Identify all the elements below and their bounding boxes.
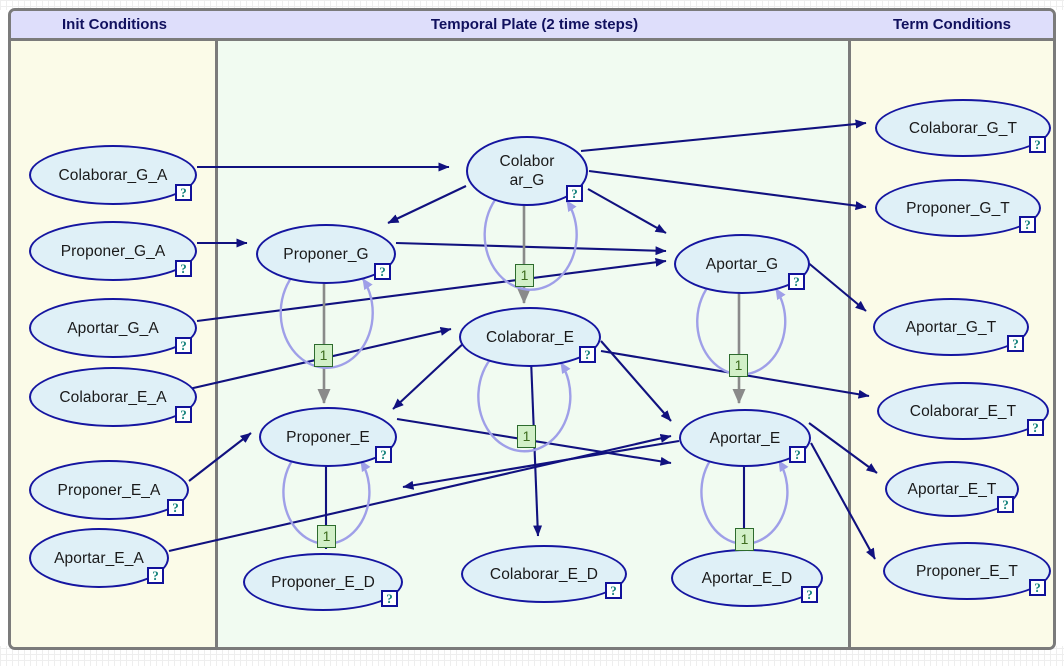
node-proponer_g_a[interactable]: Proponer_G_A [29,221,197,281]
temporal-order-badge-proponer_e-to-proponer_e_d[interactable]: 1 [317,525,336,548]
question-badge-colaborar_g[interactable]: ? [566,185,583,202]
node-label: Proponer_E_A [57,481,161,499]
node-label: Aportar_G_A [67,319,159,337]
node-label: Aportar_E_D [701,569,793,587]
node-label: Proponer_E [286,428,370,446]
node-label: Aportar_E_A [54,549,144,567]
question-badge-aportar_g_a[interactable]: ? [175,337,192,354]
node-label: Colaborar_E [485,328,575,346]
node-label: Colaborar_G_T [908,119,1018,137]
causal-edges [168,119,878,560]
node-aportar_g_t[interactable]: Aportar_G_T [873,298,1029,356]
node-proponer_e_d[interactable]: Proponer_E_D [243,553,403,611]
node-label: Proponer_E_T [915,562,1018,580]
node-proponer_e_t[interactable]: Proponer_E_T [883,542,1051,600]
header-init-conditions: Init Conditions [62,16,167,33]
node-label: Proponer_G [283,245,369,263]
node-colaborar_e_a[interactable]: Colaborar_E_A [29,367,197,427]
node-colaborar_g_a[interactable]: Colaborar_G_A [29,145,197,205]
node-label: Aportar_E_T [907,480,997,498]
question-badge-aportar_e_t[interactable]: ? [997,496,1014,513]
question-badge-aportar_e_a[interactable]: ? [147,567,164,584]
question-badge-aportar_g_t[interactable]: ? [1007,335,1024,352]
node-proponer_e_a[interactable]: Proponer_E_A [29,460,189,520]
node-aportar_g_a[interactable]: Aportar_G_A [29,298,197,358]
question-badge-proponer_g_a[interactable]: ? [175,260,192,277]
question-badge-proponer_e[interactable]: ? [375,446,392,463]
question-badge-colaborar_e_d[interactable]: ? [605,582,622,599]
node-label: Colaborar_E_D [489,565,599,583]
question-badge-colaborar_e_t[interactable]: ? [1027,419,1044,436]
node-aportar_g[interactable]: Aportar_G [674,234,810,294]
node-label: Aportar_G_T [905,318,997,336]
node-colaborar_e_t[interactable]: Colaborar_E_T [877,382,1049,440]
question-badge-proponer_g[interactable]: ? [374,263,391,280]
temporal-order-badge-colaborar_e-to-colaborar_e_d[interactable]: 1 [517,425,536,448]
question-badge-aportar_g[interactable]: ? [788,273,805,290]
question-badge-colaborar_g_a[interactable]: ? [175,184,192,201]
network-panel: Init Conditions Temporal Plate (2 time s… [8,8,1056,650]
question-badge-aportar_e[interactable]: ? [789,446,806,463]
node-proponer_g_t[interactable]: Proponer_G_T [875,179,1041,237]
temporal-order-badge-proponer_g-to-proponer_e[interactable]: 1 [314,344,333,367]
node-label: Proponer_G_A [60,242,166,260]
node-colaborar_e_d[interactable]: Colaborar_E_D [461,545,627,603]
question-badge-proponer_e_a[interactable]: ? [167,499,184,516]
node-label: Colaborar_G_A [58,166,168,184]
question-badge-aportar_e_d[interactable]: ? [801,586,818,603]
temporal-order-badge-aportar_g-to-aportar_e[interactable]: 1 [729,354,748,377]
question-badge-proponer_g_t[interactable]: ? [1019,216,1036,233]
node-colaborar_g_t[interactable]: Colaborar_G_T [875,99,1051,157]
question-badge-proponer_e_t[interactable]: ? [1029,579,1046,596]
header-term-conditions: Term Conditions [892,16,1012,33]
node-label: Colaborar_E_A [59,388,167,406]
temporal-order-badge-aportar_e-to-aportar_e_d[interactable]: 1 [735,528,754,551]
question-badge-colaborar_g_t[interactable]: ? [1029,136,1046,153]
question-badge-colaborar_e[interactable]: ? [579,346,596,363]
node-label: Colaborar_E_T [909,402,1017,420]
node-label: Aportar_G [705,255,779,273]
node-label: Proponer_G_T [906,199,1010,217]
node-label: Aportar_E [709,429,781,447]
node-label: Proponer_E_D [271,573,375,591]
question-badge-colaborar_e_a[interactable]: ? [175,406,192,423]
question-badge-proponer_e_d[interactable]: ? [381,590,398,607]
panel-header: Init Conditions Temporal Plate (2 time s… [11,11,1053,41]
header-temporal-plate: Temporal Plate (2 time steps) [430,16,639,33]
temporal-order-badge-colaborar_g-to-colaborar_e[interactable]: 1 [515,264,534,287]
